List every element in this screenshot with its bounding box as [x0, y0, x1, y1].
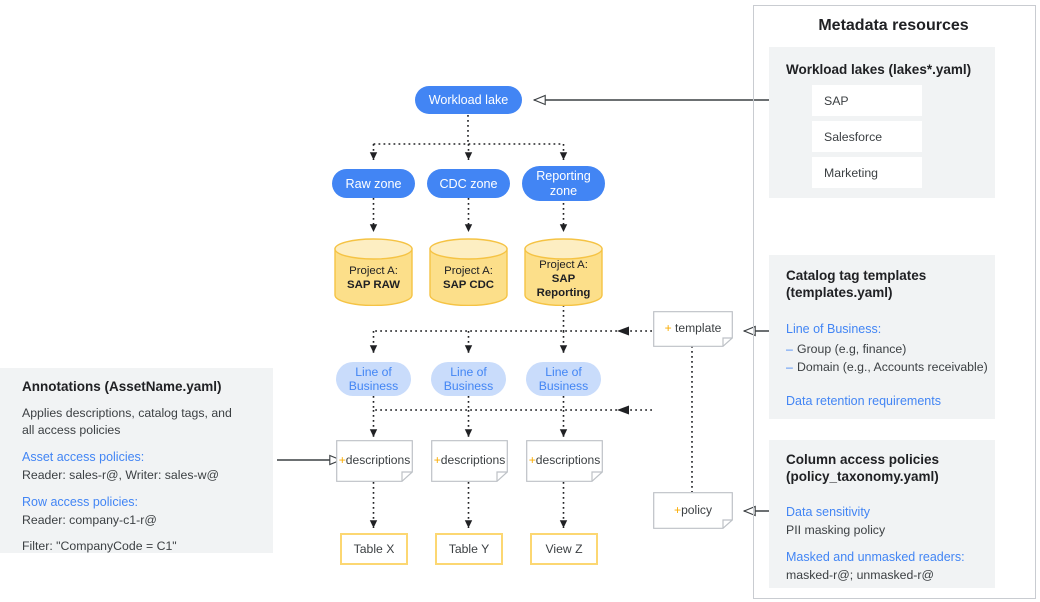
cylinder-sap-cdc[interactable]: Project A: SAP CDC [429, 238, 508, 306]
cylinder-label-line1: Project A: [349, 265, 398, 277]
masked-readers-value: masked-r@; unmasked-r@ [786, 568, 934, 582]
cylinder-sap-raw[interactable]: Project A: SAP RAW [334, 238, 413, 306]
metadata-panel-title: Metadata resources [818, 17, 969, 34]
lob-line2: Business [443, 379, 494, 393]
templates-heading-line2: (templates.yaml) [786, 285, 893, 300]
masked-readers-heading: Masked and unmasked readers: [786, 550, 965, 564]
workload-lakes-heading: Workload lakes (lakes*.yaml) [786, 62, 972, 77]
templates-bullet-1: Group (e.g, finance) [797, 342, 907, 356]
policies-heading-line1: Column access policies [786, 452, 940, 467]
annotations-intro-line2: all access policies [22, 423, 121, 437]
node-raw-zone[interactable]: Raw zone [332, 169, 415, 198]
annotations-panel [0, 368, 273, 553]
note-label: +descriptions [528, 453, 601, 467]
note-policy[interactable]: +policy [653, 492, 733, 529]
asset-access-policies-heading: Asset access policies: [22, 450, 145, 464]
note-template[interactable]: + template [653, 311, 733, 347]
lob-line2: Business [538, 379, 589, 393]
node-table-x[interactable]: Table X [340, 533, 408, 565]
lob-line2: Business [348, 379, 399, 393]
templates-bullet-2: Domain (e.g., Accounts receivable) [797, 360, 988, 374]
annotations-title: Annotations (AssetName.yaml) [22, 379, 222, 394]
note-label: +descriptions [433, 453, 506, 467]
cylinder-label-line1: Project A: [444, 265, 493, 277]
data-sensitivity-heading: Data sensitivity [786, 505, 871, 519]
line-of-business-heading: Line of Business: [786, 322, 882, 336]
note-shape [431, 440, 508, 482]
cylinder-label-line1: Project A: [539, 259, 588, 271]
column-access-policies-group [769, 440, 995, 588]
cylinder-label-line3: Reporting [536, 287, 591, 299]
bus-arrowhead [617, 326, 629, 415]
note-shape [526, 440, 603, 482]
note-descriptions-1[interactable]: +descriptions [336, 440, 413, 482]
note-label: +policy [674, 503, 712, 517]
lake-item-salesforce[interactable]: Salesforce [812, 121, 922, 152]
lob-line1: Line of [545, 364, 582, 379]
node-line-of-business-3[interactable]: Line of Business [526, 362, 601, 396]
node-cdc-zone[interactable]: CDC zone [427, 169, 510, 198]
bullet-mark-2: – [786, 360, 793, 374]
node-line-of-business-2[interactable]: Line of Business [431, 362, 506, 396]
node-view-z[interactable]: View Z [530, 533, 598, 565]
note-label: + template [664, 321, 722, 335]
lob-line1: Line of [355, 364, 392, 379]
lob-line1: Line of [450, 364, 487, 379]
note-shape [653, 492, 733, 529]
row-filter-value: Filter: "CompanyCode = C1" [22, 539, 177, 553]
note-label: +descriptions [338, 453, 411, 467]
cylinder-label-line2: SAP RAW [347, 279, 400, 291]
templates-heading-line1: Catalog tag templates [786, 268, 927, 283]
row-access-policies-value: Reader: company-c1-r@ [22, 513, 157, 527]
asset-access-policies-value: Reader: sales-r@, Writer: sales-w@ [22, 468, 219, 482]
cylinder-label-line2: SAP CDC [442, 279, 495, 291]
cylinder-sap-reporting[interactable]: Project A: SAP Reporting [524, 238, 603, 306]
note-shape [336, 440, 413, 482]
cylinder-label-line2: SAP [551, 273, 576, 285]
cylinder-shape [334, 238, 413, 306]
note-descriptions-2[interactable]: +descriptions [431, 440, 508, 482]
policies-heading-line2: (policy_taxonomy.yaml) [786, 469, 939, 484]
bullet-mark-1: – [786, 342, 793, 356]
row-access-policies-heading: Row access policies: [22, 495, 139, 509]
data-sensitivity-value: PII masking policy [786, 523, 886, 537]
metadata-resources-panel [753, 5, 1036, 599]
annotations-intro-line1: Applies descriptions, catalog tags, and [22, 406, 232, 420]
cylinder-shape [429, 238, 508, 306]
cylinder-shape [524, 238, 603, 306]
lake-item-sap[interactable]: SAP [812, 85, 922, 116]
node-line-of-business-1[interactable]: Line of Business [336, 362, 411, 396]
lake-item-marketing[interactable]: Marketing [812, 157, 922, 188]
node-workload-lake[interactable]: Workload lake [415, 86, 522, 114]
node-table-y[interactable]: Table Y [435, 533, 503, 565]
data-retention-heading: Data retention requirements [786, 394, 941, 408]
catalog-tag-templates-group [769, 255, 995, 419]
note-shape [653, 311, 733, 347]
note-descriptions-3[interactable]: +descriptions [526, 440, 603, 482]
